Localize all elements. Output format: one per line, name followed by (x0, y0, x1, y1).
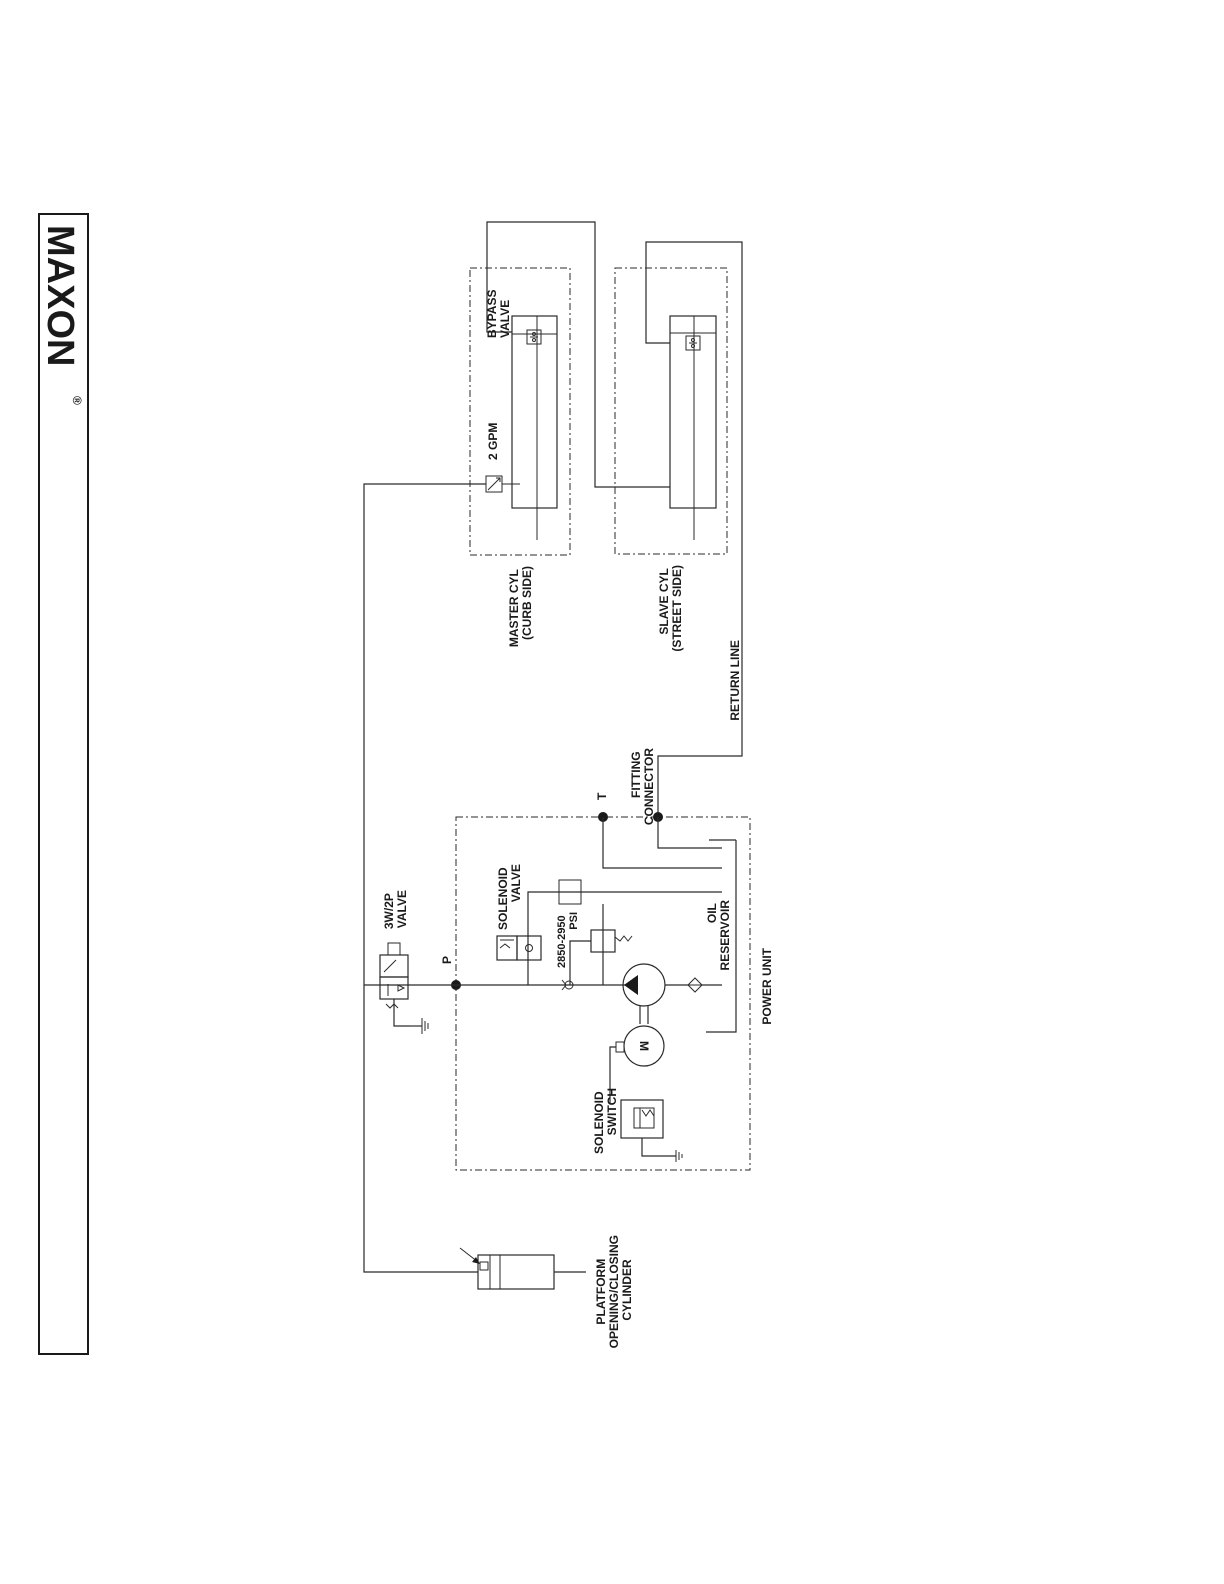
slave-cyl-label-2: (STREET SIDE) (670, 565, 684, 652)
svg-text:PLATFORM OPENING/CLOSING: PLATFORM OPENING/CLOSING CYLINDER (594, 1232, 634, 1349)
svg-text:SOLENOID VALVE: SOLENOID VALVE (496, 864, 523, 930)
port-p-label: P (440, 956, 454, 964)
solenoid-switch-label-1: SOLENOID (592, 1091, 606, 1154)
flow-2gpm-label: 2 GPM (486, 423, 500, 460)
cylinder-hoses (364, 222, 742, 985)
fitting-connector-label-2: CONNECTOR (642, 748, 656, 825)
svg-text:MASTER CYL (CURB SIDE): MASTER CYL (CURB SIDE) (507, 566, 534, 647)
port-t-label: T (595, 792, 609, 800)
platform-cyl-label-1: PLATFORM (594, 1259, 608, 1325)
oil-reservoir-label-1: OIL (705, 903, 719, 923)
registered-mark: ® (70, 396, 84, 405)
solenoid-switch-icon (621, 1100, 663, 1138)
svg-text:SOLENOID SWITCH: SOLENOID SWITCH (592, 1088, 619, 1154)
slave-cyl-label-1: SLAVE CYL (657, 568, 671, 634)
three-way-valve-label-2: VALVE (395, 890, 409, 928)
fitting-connector-label-1: FITTING (629, 751, 643, 798)
platform-cyl-label-2: OPENING/CLOSING (607, 1235, 621, 1348)
power-unit-label: POWER UNIT (760, 947, 774, 1024)
svg-text:OIL RESERVOIR: OIL RESERVOIR (705, 900, 732, 971)
bypass-valve-label-2: VALVE (498, 300, 512, 338)
svg-text:BYPASS VALVE: BYPASS VALVE (485, 286, 512, 338)
svg-text:2850-2950 PSI: 2850-2950 PSI (554, 912, 580, 968)
platform-cylinder (364, 985, 586, 1289)
solenoid-switch-label-2: SWITCH (605, 1088, 619, 1135)
solenoid-valve-icon (517, 936, 541, 960)
svg-text:SLAVE CYL (STREET SIDE): SLAVE CYL (STREET SIDE) (657, 565, 684, 652)
platform-cyl-label-3: CYLINDER (620, 1259, 634, 1321)
bypass-valve-label-1: BYPASS (485, 290, 499, 338)
master-cyl-label-1: MASTER CYL (507, 569, 521, 647)
svg-text:FITTING CONNECTOR: FITTING CONNECTOR (629, 748, 656, 825)
motor-label: M (637, 1041, 651, 1051)
three-way-valve-label-1: 3W/2P (382, 893, 396, 929)
relief-pressure-label-1: 2850-2950 (556, 915, 568, 968)
solenoid-valve-label-2: VALVE (509, 864, 523, 902)
logo-bar: MAXON ® (39, 214, 88, 1354)
master-cyl-label-2: (CURB SIDE) (520, 566, 534, 640)
relief-pressure-label-2: PSI (568, 912, 580, 930)
maxon-logo: MAXON (39, 225, 81, 366)
svg-text:3W/2P VALVE: 3W/2P VALVE (382, 890, 409, 929)
solenoid-valve-label-1: SOLENOID (496, 867, 510, 930)
return-line-label: RETURN LINE (728, 640, 742, 721)
slave-cylinder (615, 268, 727, 554)
oil-reservoir-label-2: RESERVOIR (718, 900, 732, 971)
